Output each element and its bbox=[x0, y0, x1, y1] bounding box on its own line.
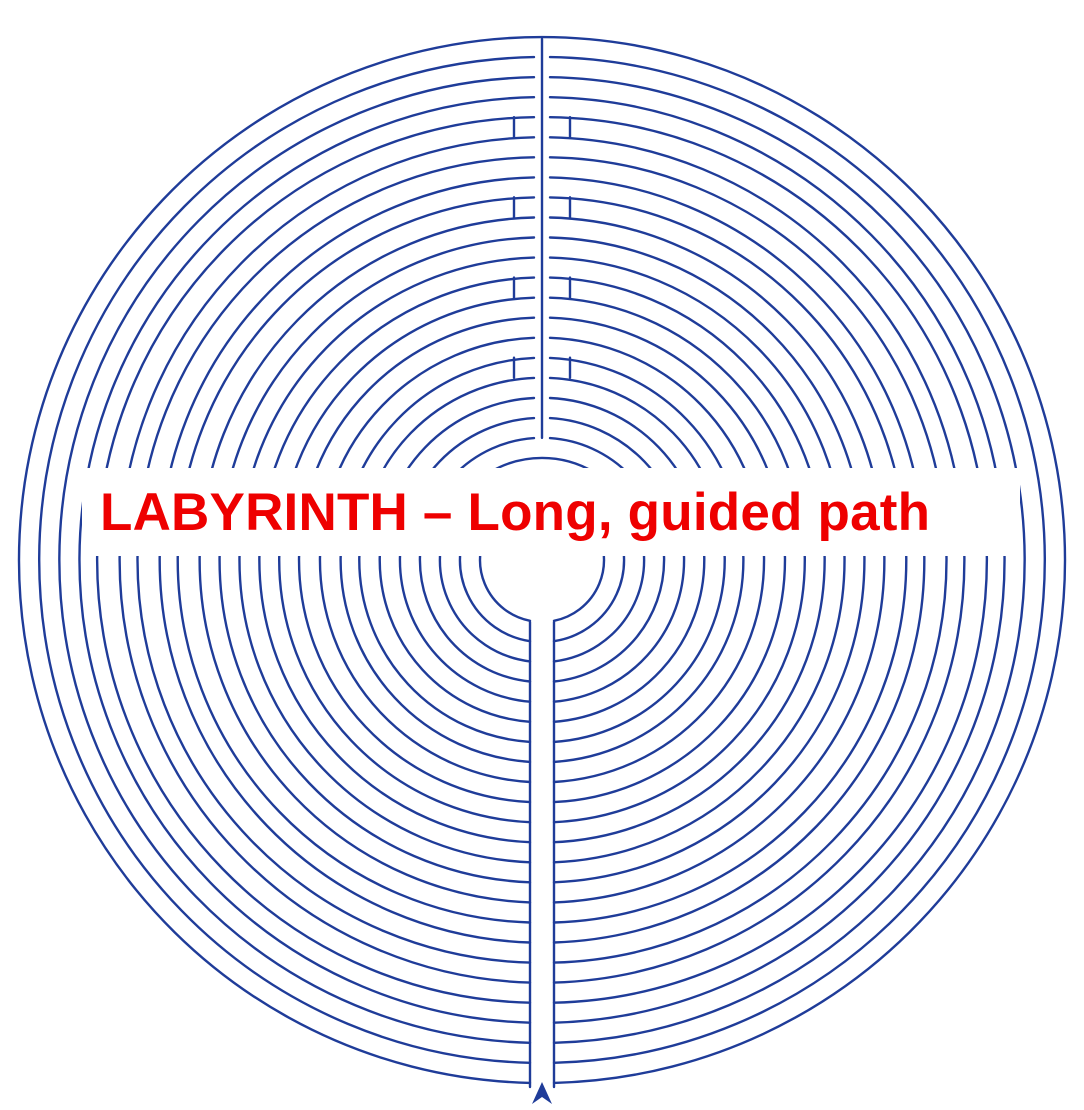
maze-ring bbox=[550, 117, 987, 1003]
maze-ring bbox=[220, 238, 534, 883]
maze-ring bbox=[259, 278, 534, 843]
maze-ring bbox=[550, 338, 764, 782]
arrow-up-icon bbox=[532, 1082, 552, 1104]
maze-ring bbox=[550, 77, 1025, 1043]
maze-ring bbox=[59, 77, 534, 1043]
maze-ring bbox=[550, 97, 1005, 1023]
maze-ring bbox=[79, 97, 534, 1023]
page-title: LABYRINTH – Long, guided path bbox=[100, 486, 930, 539]
maze-ring bbox=[120, 137, 534, 982]
maze-ring bbox=[550, 218, 884, 903]
maze-ring bbox=[97, 117, 534, 1003]
maze-ring bbox=[550, 238, 864, 883]
maze-ring bbox=[550, 298, 805, 823]
maze-ring bbox=[550, 137, 964, 982]
maze-ring bbox=[279, 298, 534, 823]
maze-ring bbox=[550, 318, 785, 802]
maze-ring bbox=[200, 218, 534, 903]
maze-ring bbox=[550, 278, 825, 843]
maze-ring bbox=[299, 318, 534, 802]
maze-ring bbox=[320, 338, 534, 782]
title-banner: LABYRINTH – Long, guided path bbox=[82, 468, 1020, 556]
